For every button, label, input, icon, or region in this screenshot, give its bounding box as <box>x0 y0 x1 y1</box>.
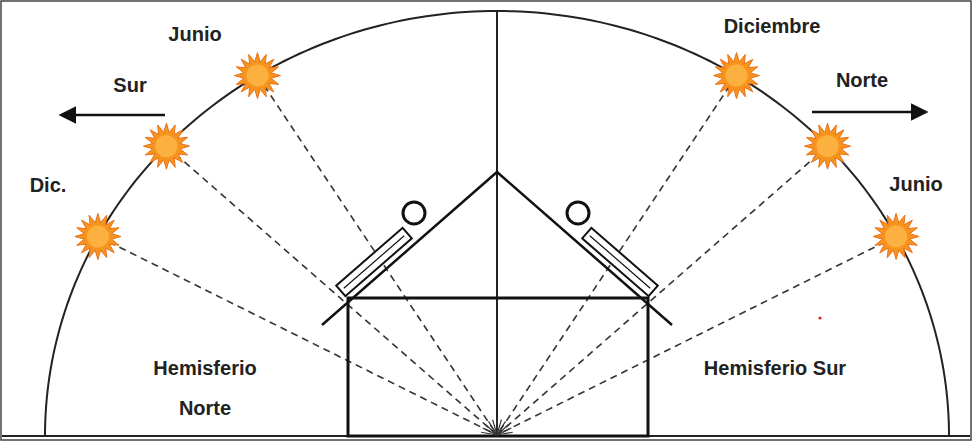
sun-ray <box>497 76 737 435</box>
sun-core <box>155 135 177 157</box>
sun-star <box>75 213 121 259</box>
sun-symbol <box>234 53 280 99</box>
sun-symbol <box>805 123 851 169</box>
sun-ray <box>497 236 896 435</box>
direction-label: Junio <box>168 22 221 46</box>
direction-label: Sur <box>113 73 146 97</box>
sun-core <box>885 225 907 247</box>
solar-panel <box>582 228 658 296</box>
sun-star <box>714 53 760 99</box>
sun-ray <box>98 236 497 435</box>
sun-symbol <box>873 213 919 259</box>
zenith-line <box>496 12 498 436</box>
direction-label: Junio <box>889 172 942 196</box>
sun-symbol <box>714 53 760 99</box>
collector-disc <box>403 202 425 224</box>
sun-star <box>873 213 919 259</box>
sun-core <box>87 225 109 247</box>
fan-ray <box>493 420 497 435</box>
sun-core <box>817 135 839 157</box>
sun-star <box>143 123 189 169</box>
sun-core <box>246 65 268 87</box>
sun-star <box>805 123 851 169</box>
sky-arc <box>45 11 949 436</box>
hemisphere-label: Hemisferio Norte <box>130 348 280 428</box>
direction-arrow <box>62 114 165 117</box>
sun-ray <box>497 146 828 435</box>
sun-core <box>726 65 748 87</box>
solar-panel <box>336 228 412 296</box>
sun-symbol <box>75 213 121 259</box>
sun-ray <box>166 146 497 435</box>
house-wall <box>348 298 648 436</box>
direction-label: Dic. <box>30 173 67 197</box>
direction-label: Norte <box>836 68 888 92</box>
sun-symbol <box>143 123 189 169</box>
direction-arrow <box>812 111 925 114</box>
fan-ray <box>497 432 513 435</box>
direction-label: Diciembre <box>724 14 821 38</box>
house-roof <box>322 172 672 325</box>
red-dot <box>818 316 821 319</box>
sun-group <box>75 53 919 260</box>
hemisphere-label: Hemisferio Sur <box>700 348 850 388</box>
center-fan <box>481 419 513 435</box>
fan-ray <box>489 421 497 435</box>
sun-ray <box>257 76 497 435</box>
collector-disc <box>567 202 589 224</box>
sun-star <box>234 53 280 99</box>
